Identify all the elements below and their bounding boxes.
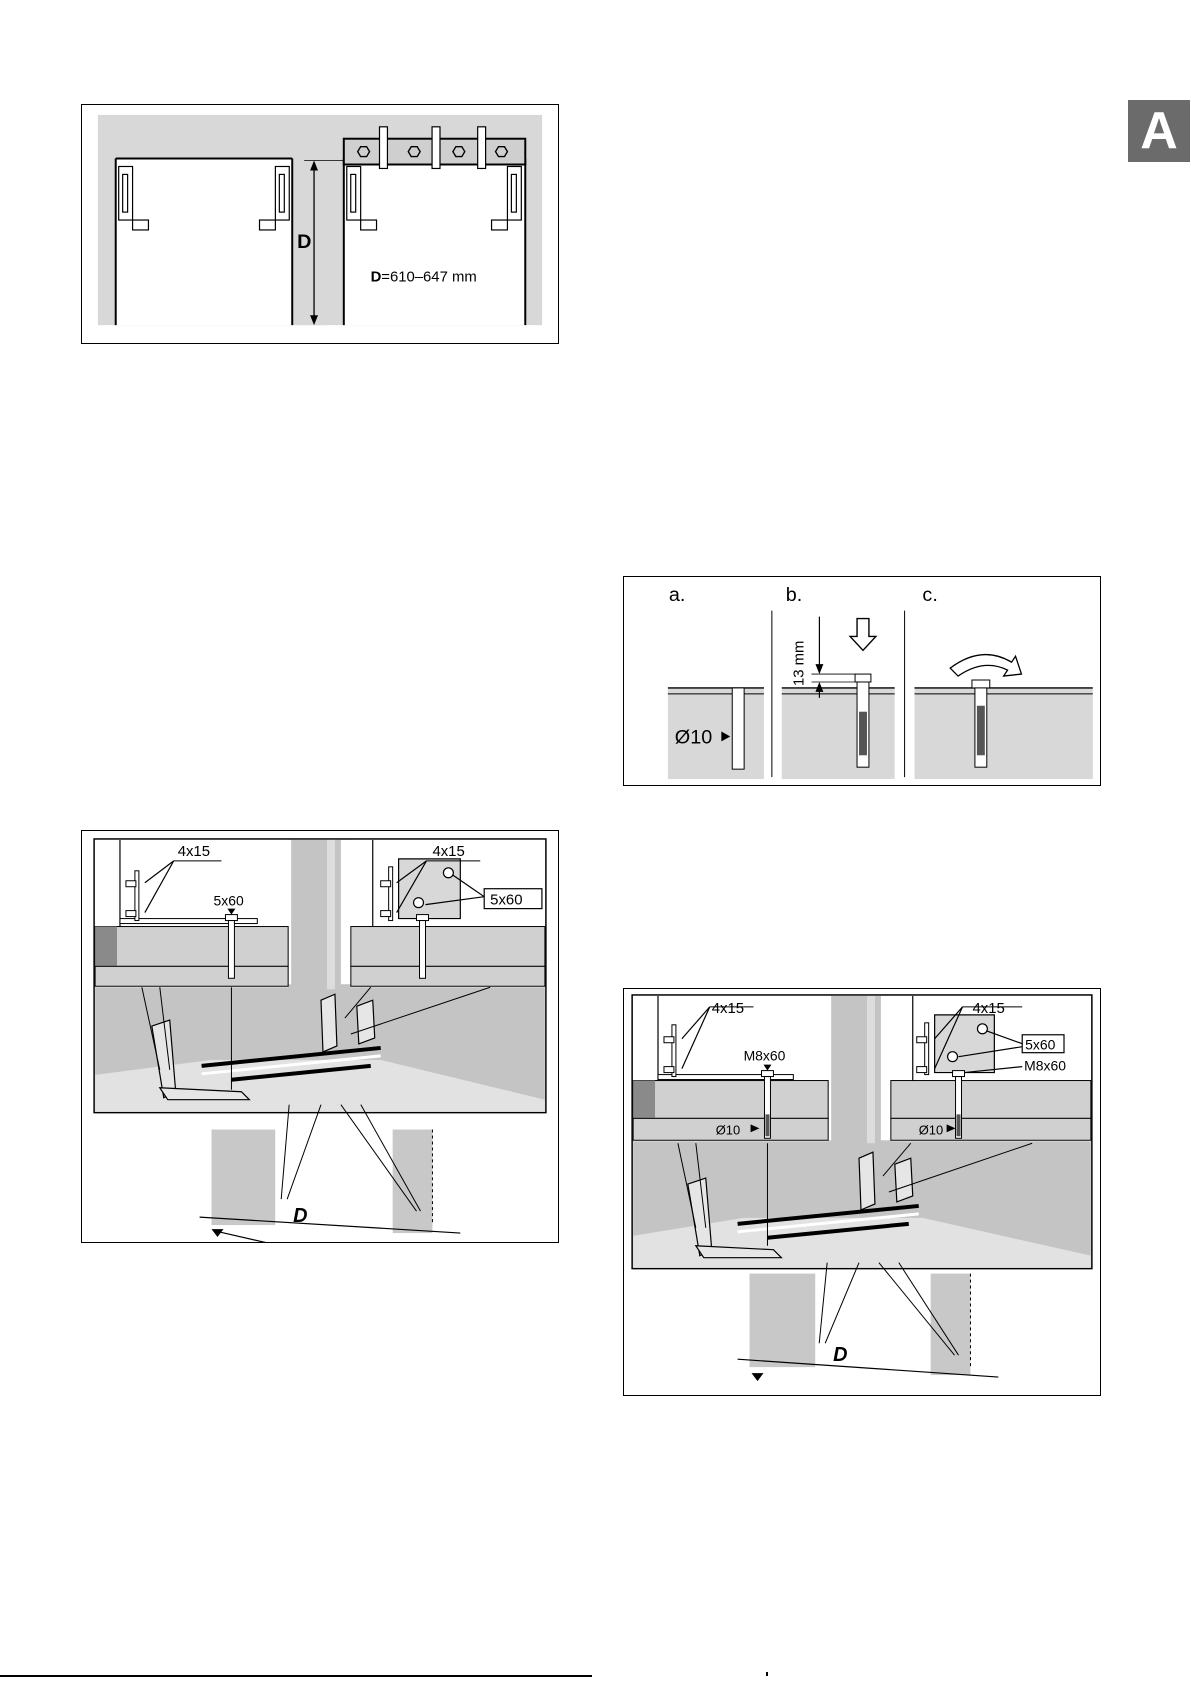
figure-cabinet-depth: D D=610–647 mm	[81, 104, 559, 344]
figure-mounting-wood-screws: 4x15 5x60 4x15 5x60	[81, 830, 559, 1243]
label-right-5x60: 5x60	[490, 892, 522, 909]
section-badge: A	[1128, 100, 1190, 162]
figure-anchor-steps: a. b. c. Ø10 13 mm	[623, 576, 1101, 786]
step-label-a: a.	[669, 584, 686, 606]
label-left-m8x60: M8x60	[744, 1048, 786, 1064]
dim-label-d: D	[297, 231, 311, 253]
label-left-4x15: 4x15	[712, 1000, 744, 1017]
figure-cabinet-depth-drawing: D D=610–647 mm	[82, 105, 558, 343]
label-right-5x60: 5x60	[1025, 1037, 1055, 1053]
label-right-4x15: 4x15	[972, 1000, 1004, 1017]
label-left-5x60: 5x60	[214, 893, 244, 909]
figure-mounting-anchor-bolts-drawing: 4x15 M8x60 Ø10 4x15 5x60 M8x60 Ø10	[624, 989, 1100, 1395]
depth-label: 13 mm	[792, 641, 808, 686]
footer-rule	[0, 1675, 592, 1677]
drill-diameter-label: Ø10	[675, 726, 712, 748]
label-right-4x15: 4x15	[432, 843, 464, 860]
dim-label-d: D	[833, 1344, 847, 1366]
dim-range-label: D=610–647 mm	[371, 270, 477, 286]
figure-mounting-wood-screws-drawing: 4x15 5x60 4x15 5x60	[82, 831, 558, 1242]
dim-label-d: D	[293, 1205, 307, 1227]
label-left-4x15: 4x15	[178, 843, 210, 860]
figure-mounting-anchor-bolts: 4x15 M8x60 Ø10 4x15 5x60 M8x60 Ø10	[623, 988, 1101, 1396]
label-left-drill: Ø10	[716, 1122, 740, 1137]
step-label-b: b.	[786, 584, 803, 606]
label-right-m8x60: M8x60	[1024, 1058, 1066, 1074]
footer-mark	[766, 1672, 768, 1676]
step-label-c: c.	[922, 584, 937, 606]
section-letter: A	[1128, 100, 1190, 162]
label-right-drill: Ø10	[919, 1122, 943, 1137]
figure-anchor-steps-drawing: a. b. c. Ø10 13 mm	[624, 577, 1100, 785]
